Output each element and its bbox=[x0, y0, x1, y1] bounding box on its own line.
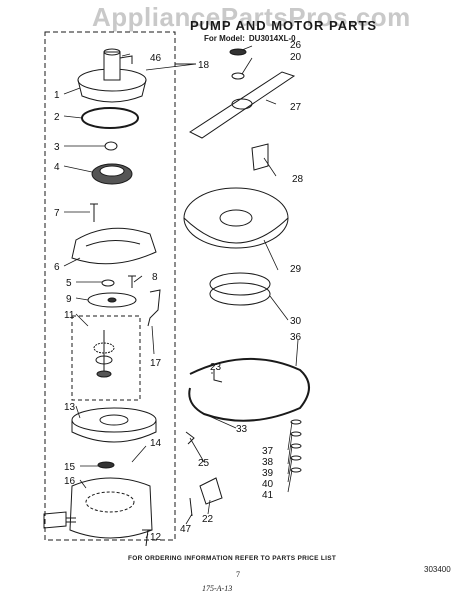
callout-23: 23 bbox=[210, 362, 222, 373]
callout-12: 12 bbox=[150, 532, 162, 543]
model-number: DU3014XL-0 bbox=[248, 34, 296, 43]
callout-2: 2 bbox=[54, 112, 60, 123]
callout-22: 22 bbox=[202, 514, 214, 525]
valve-22 bbox=[199, 477, 223, 505]
callout-27: 27 bbox=[290, 102, 302, 113]
ordering-note: FOR ORDERING INFORMATION REFER TO PARTS … bbox=[128, 555, 337, 562]
document-code: 303400 bbox=[424, 565, 451, 574]
callout-17: 17 bbox=[150, 358, 162, 369]
callout-16: 16 bbox=[64, 476, 76, 487]
watermark: AppliancePartsPros.com bbox=[92, 2, 411, 32]
pump-housing bbox=[77, 48, 147, 103]
heater-36 bbox=[188, 357, 310, 422]
screw-12 bbox=[142, 529, 152, 547]
clip-25 bbox=[185, 431, 195, 445]
callouts: 46 18 1 2 3 4 7 6 5 8 9 11 17 13 14 15 1… bbox=[54, 40, 304, 543]
motor-16 bbox=[43, 477, 153, 539]
callout-26: 26 bbox=[290, 40, 302, 51]
check-valve-17 bbox=[147, 289, 161, 327]
assembly-frame bbox=[44, 31, 176, 541]
callout-7: 7 bbox=[54, 208, 60, 219]
deflector-28 bbox=[251, 143, 269, 171]
callout-33: 33 bbox=[236, 424, 248, 435]
callout-15: 15 bbox=[64, 462, 76, 473]
callout-14: 14 bbox=[150, 438, 162, 449]
callout-38: 38 bbox=[262, 457, 274, 468]
callout-4: 4 bbox=[54, 162, 60, 173]
callout-40: 40 bbox=[262, 479, 274, 490]
callout-47: 47 bbox=[180, 524, 192, 535]
callout-18: 18 bbox=[198, 60, 210, 71]
motor-mount-13 bbox=[71, 407, 157, 443]
filter-screen-29 bbox=[183, 187, 289, 249]
callout-1: 1 bbox=[54, 90, 60, 101]
callout-9: 9 bbox=[66, 294, 72, 305]
callout-8: 8 bbox=[152, 272, 158, 283]
callout-11: 11 bbox=[64, 310, 75, 321]
model-line: For Model:DU3014XL-0 bbox=[200, 34, 296, 43]
bracket-23 bbox=[213, 370, 223, 383]
callout-37: 37 bbox=[262, 446, 274, 457]
page-number: 7 bbox=[236, 570, 240, 579]
screw-47 bbox=[189, 497, 193, 517]
plate-9 bbox=[87, 292, 137, 308]
handwritten-note: 175-A-13 bbox=[202, 584, 233, 593]
callout-6: 6 bbox=[54, 262, 60, 273]
cap-26 bbox=[229, 48, 247, 56]
pump-body bbox=[71, 227, 157, 265]
nut-20 bbox=[231, 72, 245, 80]
spray-arm-27 bbox=[188, 71, 296, 139]
callout-25: 25 bbox=[198, 458, 210, 469]
callout-41: 41 bbox=[262, 490, 274, 501]
seal-part-3 bbox=[104, 141, 118, 151]
screw-7 bbox=[90, 203, 98, 222]
callout-5: 5 bbox=[66, 278, 72, 289]
screw-8 bbox=[128, 275, 136, 288]
callout-28: 28 bbox=[292, 174, 304, 185]
callout-13: 13 bbox=[64, 402, 76, 413]
callout-46: 46 bbox=[150, 53, 162, 64]
washer-5 bbox=[101, 279, 115, 287]
shaft-assembly-frame bbox=[71, 315, 141, 401]
seal-ring-30 bbox=[209, 272, 271, 306]
washer-15 bbox=[97, 461, 115, 469]
diagram-title: PUMP AND MOTOR PARTS bbox=[190, 18, 378, 33]
callout-3: 3 bbox=[54, 142, 60, 153]
impeller-disc bbox=[91, 163, 133, 185]
shaft-gear bbox=[93, 330, 115, 378]
gasket-ring bbox=[81, 107, 139, 129]
callout-20: 20 bbox=[290, 52, 302, 63]
callout-39: 39 bbox=[262, 468, 274, 479]
washers-37-41 bbox=[290, 419, 302, 473]
callout-30: 30 bbox=[290, 316, 302, 327]
callout-36: 36 bbox=[290, 332, 302, 343]
model-label: For Model: bbox=[204, 34, 245, 43]
callout-29: 29 bbox=[290, 264, 302, 275]
